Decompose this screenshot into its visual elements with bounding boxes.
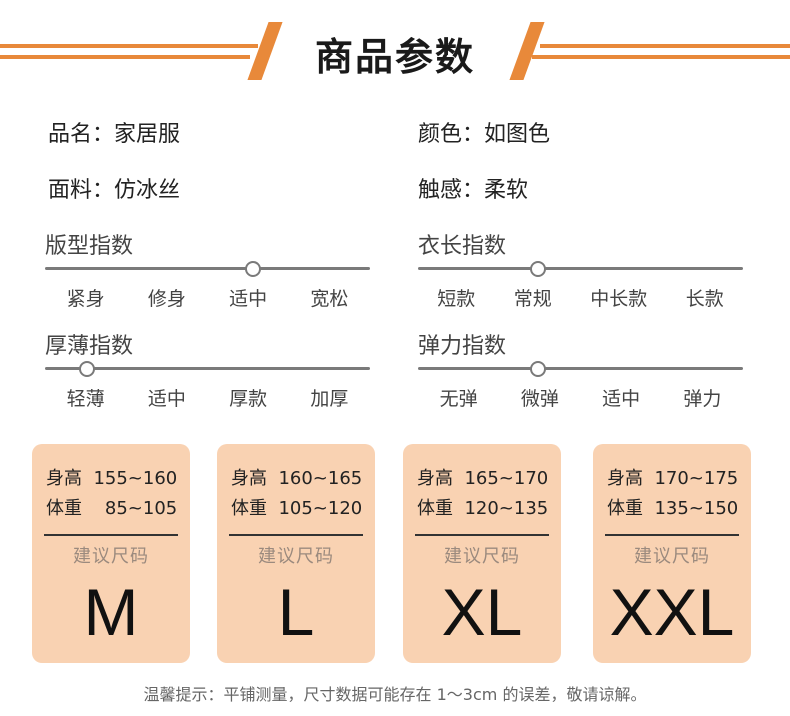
scale-thickness: 厚薄指数 轻薄 适中 厚款 加厚 bbox=[45, 328, 370, 411]
card-divider bbox=[605, 534, 739, 536]
scale-bar bbox=[45, 358, 370, 380]
card-suggest-label: 建议尺码 bbox=[634, 546, 710, 567]
scale-label: 适中 bbox=[229, 288, 268, 310]
header-line-left-top bbox=[0, 44, 258, 48]
scale-label: 短款 bbox=[437, 288, 476, 310]
header: 商品参数 bbox=[0, 0, 790, 90]
card-size: L bbox=[277, 575, 315, 649]
scale-label: 适中 bbox=[147, 388, 186, 410]
size-card-xl: 身高 165~170 体重 120~135 建议尺码 XL bbox=[403, 444, 561, 663]
scale-bar bbox=[418, 358, 743, 380]
spec-feel: 触感：柔软 bbox=[418, 178, 529, 203]
card-height: 身高 160~165 bbox=[231, 468, 363, 489]
scale-label: 适中 bbox=[602, 388, 641, 410]
card-weight: 体重 85~105 bbox=[46, 498, 178, 519]
scale-title: 版型指数 bbox=[45, 234, 134, 259]
card-size: XL bbox=[441, 575, 523, 649]
card-height: 身高 155~160 bbox=[46, 468, 178, 489]
card-size: M bbox=[83, 575, 139, 649]
spec-material: 面料：仿冰丝 bbox=[48, 178, 181, 203]
page-title: 商品参数 bbox=[314, 35, 475, 79]
size-card-xxl: 身高 170~175 体重 135~150 建议尺码 XXL bbox=[593, 444, 751, 663]
scale-indicator bbox=[530, 261, 547, 277]
scale-fit: 版型指数 紧身 修身 适中 宽松 bbox=[45, 228, 370, 311]
scale-label: 宽松 bbox=[310, 288, 349, 310]
scale-label: 轻薄 bbox=[66, 388, 105, 410]
scale-label: 常规 bbox=[513, 288, 552, 310]
scale-labels: 紧身 修身 适中 宽松 bbox=[45, 284, 370, 311]
scale-labels: 短款 常规 中长款 长款 bbox=[418, 284, 743, 311]
scale-label: 中长款 bbox=[590, 288, 648, 310]
card-suggest-label: 建议尺码 bbox=[258, 546, 334, 567]
card-weight: 体重 105~120 bbox=[231, 498, 363, 519]
card-divider bbox=[415, 534, 549, 536]
scale-label: 弹力 bbox=[683, 388, 722, 410]
scale-indicator bbox=[530, 361, 547, 377]
spec-name: 品名：家居服 bbox=[48, 122, 181, 147]
scale-labels: 轻薄 适中 厚款 加厚 bbox=[45, 384, 370, 411]
scale-label: 修身 bbox=[147, 288, 186, 310]
card-weight: 体重 135~150 bbox=[607, 498, 739, 519]
scale-title: 弹力指数 bbox=[418, 334, 507, 359]
card-height: 身高 165~170 bbox=[417, 468, 549, 489]
scale-labels: 无弹 微弹 适中 弹力 bbox=[418, 384, 743, 411]
card-size: XXL bbox=[609, 575, 735, 649]
card-height: 身高 170~175 bbox=[607, 468, 739, 489]
spec-color: 颜色：如图色 bbox=[418, 122, 551, 147]
scale-bar bbox=[45, 258, 370, 280]
scale-indicator bbox=[79, 361, 96, 377]
card-divider bbox=[44, 534, 178, 536]
scale-label: 长款 bbox=[685, 288, 724, 310]
card-divider bbox=[229, 534, 363, 536]
scale-label: 紧身 bbox=[66, 288, 105, 310]
scale-label: 厚款 bbox=[229, 388, 268, 410]
scale-length: 衣长指数 短款 常规 中长款 长款 bbox=[418, 228, 743, 311]
scale-title: 厚薄指数 bbox=[45, 334, 134, 359]
scale-label: 微弹 bbox=[520, 388, 559, 410]
scale-bar bbox=[418, 258, 743, 280]
scale-label: 无弹 bbox=[439, 388, 478, 410]
size-card-m: 身高 155~160 体重 85~105 建议尺码 M bbox=[32, 444, 190, 663]
card-suggest-label: 建议尺码 bbox=[73, 546, 149, 567]
scale-indicator bbox=[245, 261, 261, 277]
scale-elasticity: 弹力指数 无弹 微弹 适中 弹力 bbox=[418, 328, 743, 411]
size-card-l: 身高 160~165 体重 105~120 建议尺码 L bbox=[217, 444, 375, 663]
card-weight: 体重 120~135 bbox=[417, 498, 549, 519]
scale-line bbox=[45, 267, 370, 270]
scale-label: 加厚 bbox=[310, 388, 349, 410]
scale-title: 衣长指数 bbox=[418, 234, 507, 259]
scale-line bbox=[418, 367, 743, 370]
scale-line bbox=[418, 267, 743, 270]
measurement-note: 温馨提示：平铺测量，尺寸数据可能存在 1～3cm 的误差，敬请谅解。 bbox=[143, 685, 647, 704]
card-suggest-label: 建议尺码 bbox=[444, 546, 520, 567]
header-line-left-bottom bbox=[0, 55, 250, 59]
header-line-right-top bbox=[540, 44, 790, 48]
header-line-right-bottom bbox=[532, 55, 790, 59]
scale-line bbox=[45, 367, 370, 370]
